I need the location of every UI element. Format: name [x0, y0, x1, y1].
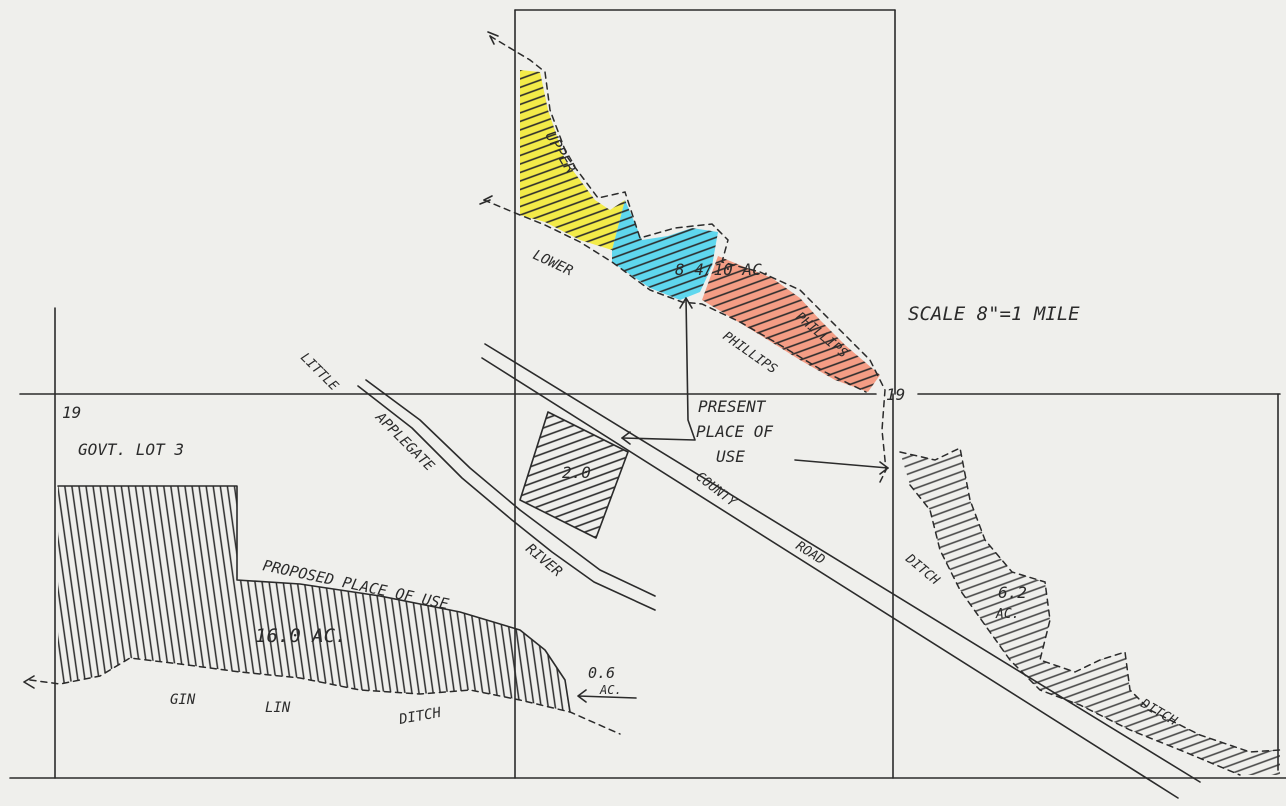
present-label-1: PRESENT [698, 397, 767, 416]
lin-label: LIN [265, 700, 291, 716]
area-8-label: 8 4/10 AC. [675, 260, 771, 279]
right-parcel [899, 446, 1281, 776]
present-use-arrows [621, 297, 889, 475]
little-applegate-river [357, 379, 656, 611]
area-16-label: 16.0 AC. [255, 625, 347, 647]
area-6-label: 6.2 [998, 583, 1027, 602]
point-six-arrow-icon [577, 689, 637, 703]
upper-arrow-icon [487, 31, 499, 45]
scale-label: SCALE 8"=1 MILE [908, 303, 1080, 325]
gin-lin-ditch-line [29, 657, 621, 735]
ditch-label: DITCH [397, 705, 443, 728]
present-label-2: PLACE OF [696, 422, 773, 441]
lower-arrow-icon [479, 195, 493, 205]
phillips-parcel [702, 256, 880, 392]
section-number-right: 19 [886, 385, 905, 404]
lower-label: LOWER [530, 247, 575, 279]
upper-ditch-line [489, 35, 887, 483]
section-lines [9, 9, 1286, 779]
river-label: RIVER [522, 541, 565, 580]
upper-parcel [520, 70, 625, 250]
area-0-label: 0.6 [588, 664, 615, 682]
county-road [481, 343, 1201, 799]
parcel-2-acre [519, 411, 629, 539]
area-0-unit: AC. [599, 683, 622, 697]
gin-lin-arrow-icon [23, 675, 35, 689]
area-2-label: 2.0 [562, 463, 591, 482]
ditch-right-label-1: DITCH [902, 551, 943, 588]
little-label: LITTLE [297, 350, 341, 394]
county-label: COUNTY [693, 469, 740, 510]
present-label-3: USE [716, 447, 745, 466]
lower-ditch-line [483, 199, 867, 393]
area-6-unit: AC. [995, 607, 1019, 622]
proposed-parcel [57, 485, 571, 713]
gin-label: GIN [170, 692, 196, 708]
applegate-label: APPLEGATE [371, 409, 437, 475]
section-number-left: 19 [62, 403, 81, 422]
govt-lot-label: GOVT. LOT 3 [78, 440, 184, 459]
lower-parcel [612, 200, 718, 300]
